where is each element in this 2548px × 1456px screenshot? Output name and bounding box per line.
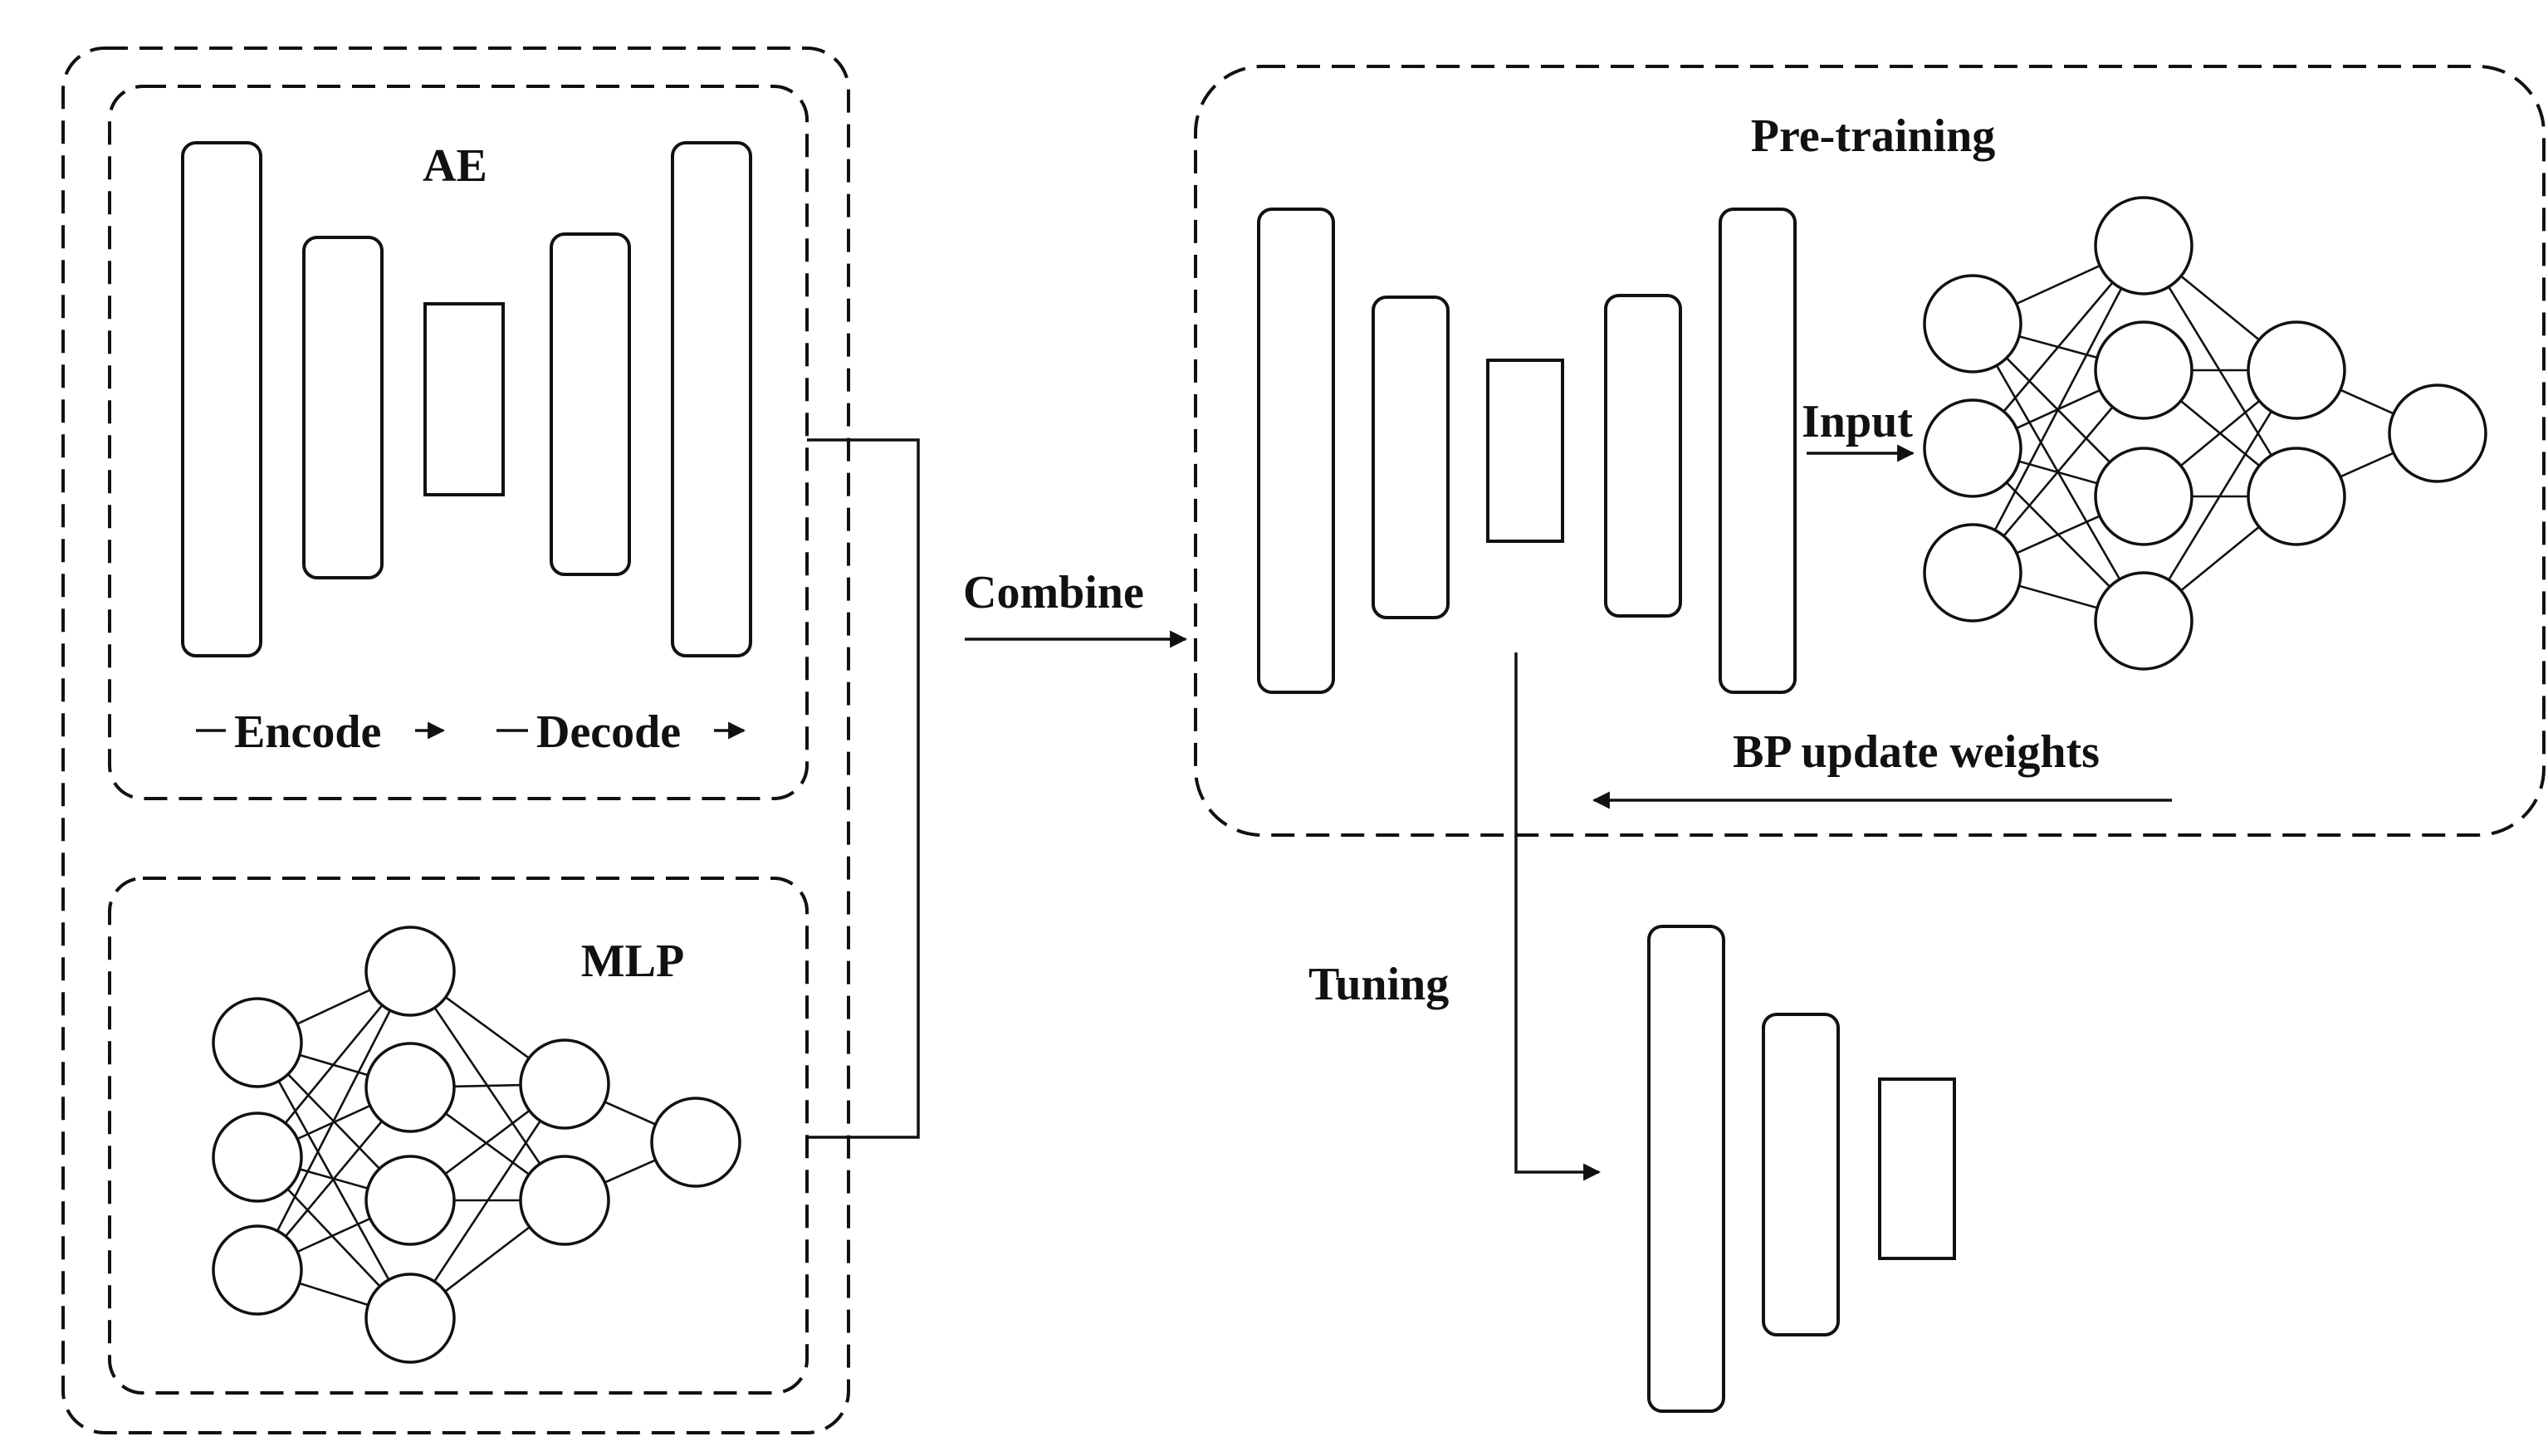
ae-decoder-layer-1 xyxy=(550,232,631,576)
neuron-node-layer-3 xyxy=(519,1038,610,1130)
mlp-network xyxy=(212,926,741,1364)
neuron-node-layer-2 xyxy=(364,1042,456,1133)
mlp-panel xyxy=(108,877,809,1395)
tuning-label: Tuning xyxy=(1308,959,1449,1010)
ae-panel xyxy=(108,85,809,800)
tuned-bottleneck xyxy=(1878,1077,1956,1260)
ae-decoder-layer-2 xyxy=(671,141,752,657)
pretraining-panel xyxy=(1194,65,2546,837)
ae-encoder-layer-2 xyxy=(302,236,384,579)
neuron-node-layer-2 xyxy=(364,926,456,1017)
network-edge xyxy=(408,1083,566,1319)
decode-label: Decode xyxy=(536,706,681,758)
pt-ae-layer-2 xyxy=(1372,296,1450,619)
bp-label: BP update weights xyxy=(1733,726,2100,778)
neuron-node-layer-1 xyxy=(212,997,303,1088)
neuron-node-layer-2 xyxy=(2094,320,2193,420)
neuron-node-layer-3 xyxy=(2247,320,2346,420)
tuned-layer-2 xyxy=(1762,1013,1840,1336)
network-edge xyxy=(1971,245,2145,574)
neuron-node-layer-1 xyxy=(212,1224,303,1316)
pt-ae-layer-4 xyxy=(1604,294,1682,618)
combine-label: Combine xyxy=(963,567,1144,618)
left-outer-container xyxy=(61,46,850,1434)
pt-ae-bottleneck xyxy=(1486,359,1564,543)
network-edge xyxy=(256,970,412,1271)
pretraining-title: Pre-training xyxy=(1751,110,1995,162)
pretraining-mlp-network xyxy=(1923,196,2487,671)
ae-title: AE xyxy=(423,140,487,192)
tuning-connector xyxy=(1514,652,1602,1181)
mlp-title: MLP xyxy=(581,936,684,987)
neuron-node-layer-2 xyxy=(364,1155,456,1246)
neuron-node-layer-4 xyxy=(2388,384,2487,483)
neuron-node-layer-1 xyxy=(1923,523,2022,623)
pt-ae-layer-5 xyxy=(1719,208,1797,694)
combine-bracket xyxy=(807,438,920,1139)
neuron-node-layer-2 xyxy=(2094,447,2193,546)
ae-encoder-layer-1 xyxy=(181,141,262,657)
tuned-layer-1 xyxy=(1647,925,1725,1413)
pt-ae-layer-1 xyxy=(1257,208,1335,694)
neuron-node-layer-2 xyxy=(364,1273,456,1364)
neuron-node-layer-2 xyxy=(2094,196,2193,296)
encode-label: Encode xyxy=(234,706,381,758)
input-label: Input xyxy=(1802,396,1913,447)
neuron-node-layer-3 xyxy=(519,1155,610,1246)
neuron-node-layer-3 xyxy=(2247,447,2346,546)
neuron-node-layer-2 xyxy=(2094,571,2193,671)
ae-bottleneck-layer xyxy=(423,302,505,496)
neuron-node-layer-1 xyxy=(1923,398,2022,498)
neuron-node-layer-4 xyxy=(650,1097,741,1188)
neuron-node-layer-1 xyxy=(1923,274,2022,374)
neuron-node-layer-1 xyxy=(212,1112,303,1203)
